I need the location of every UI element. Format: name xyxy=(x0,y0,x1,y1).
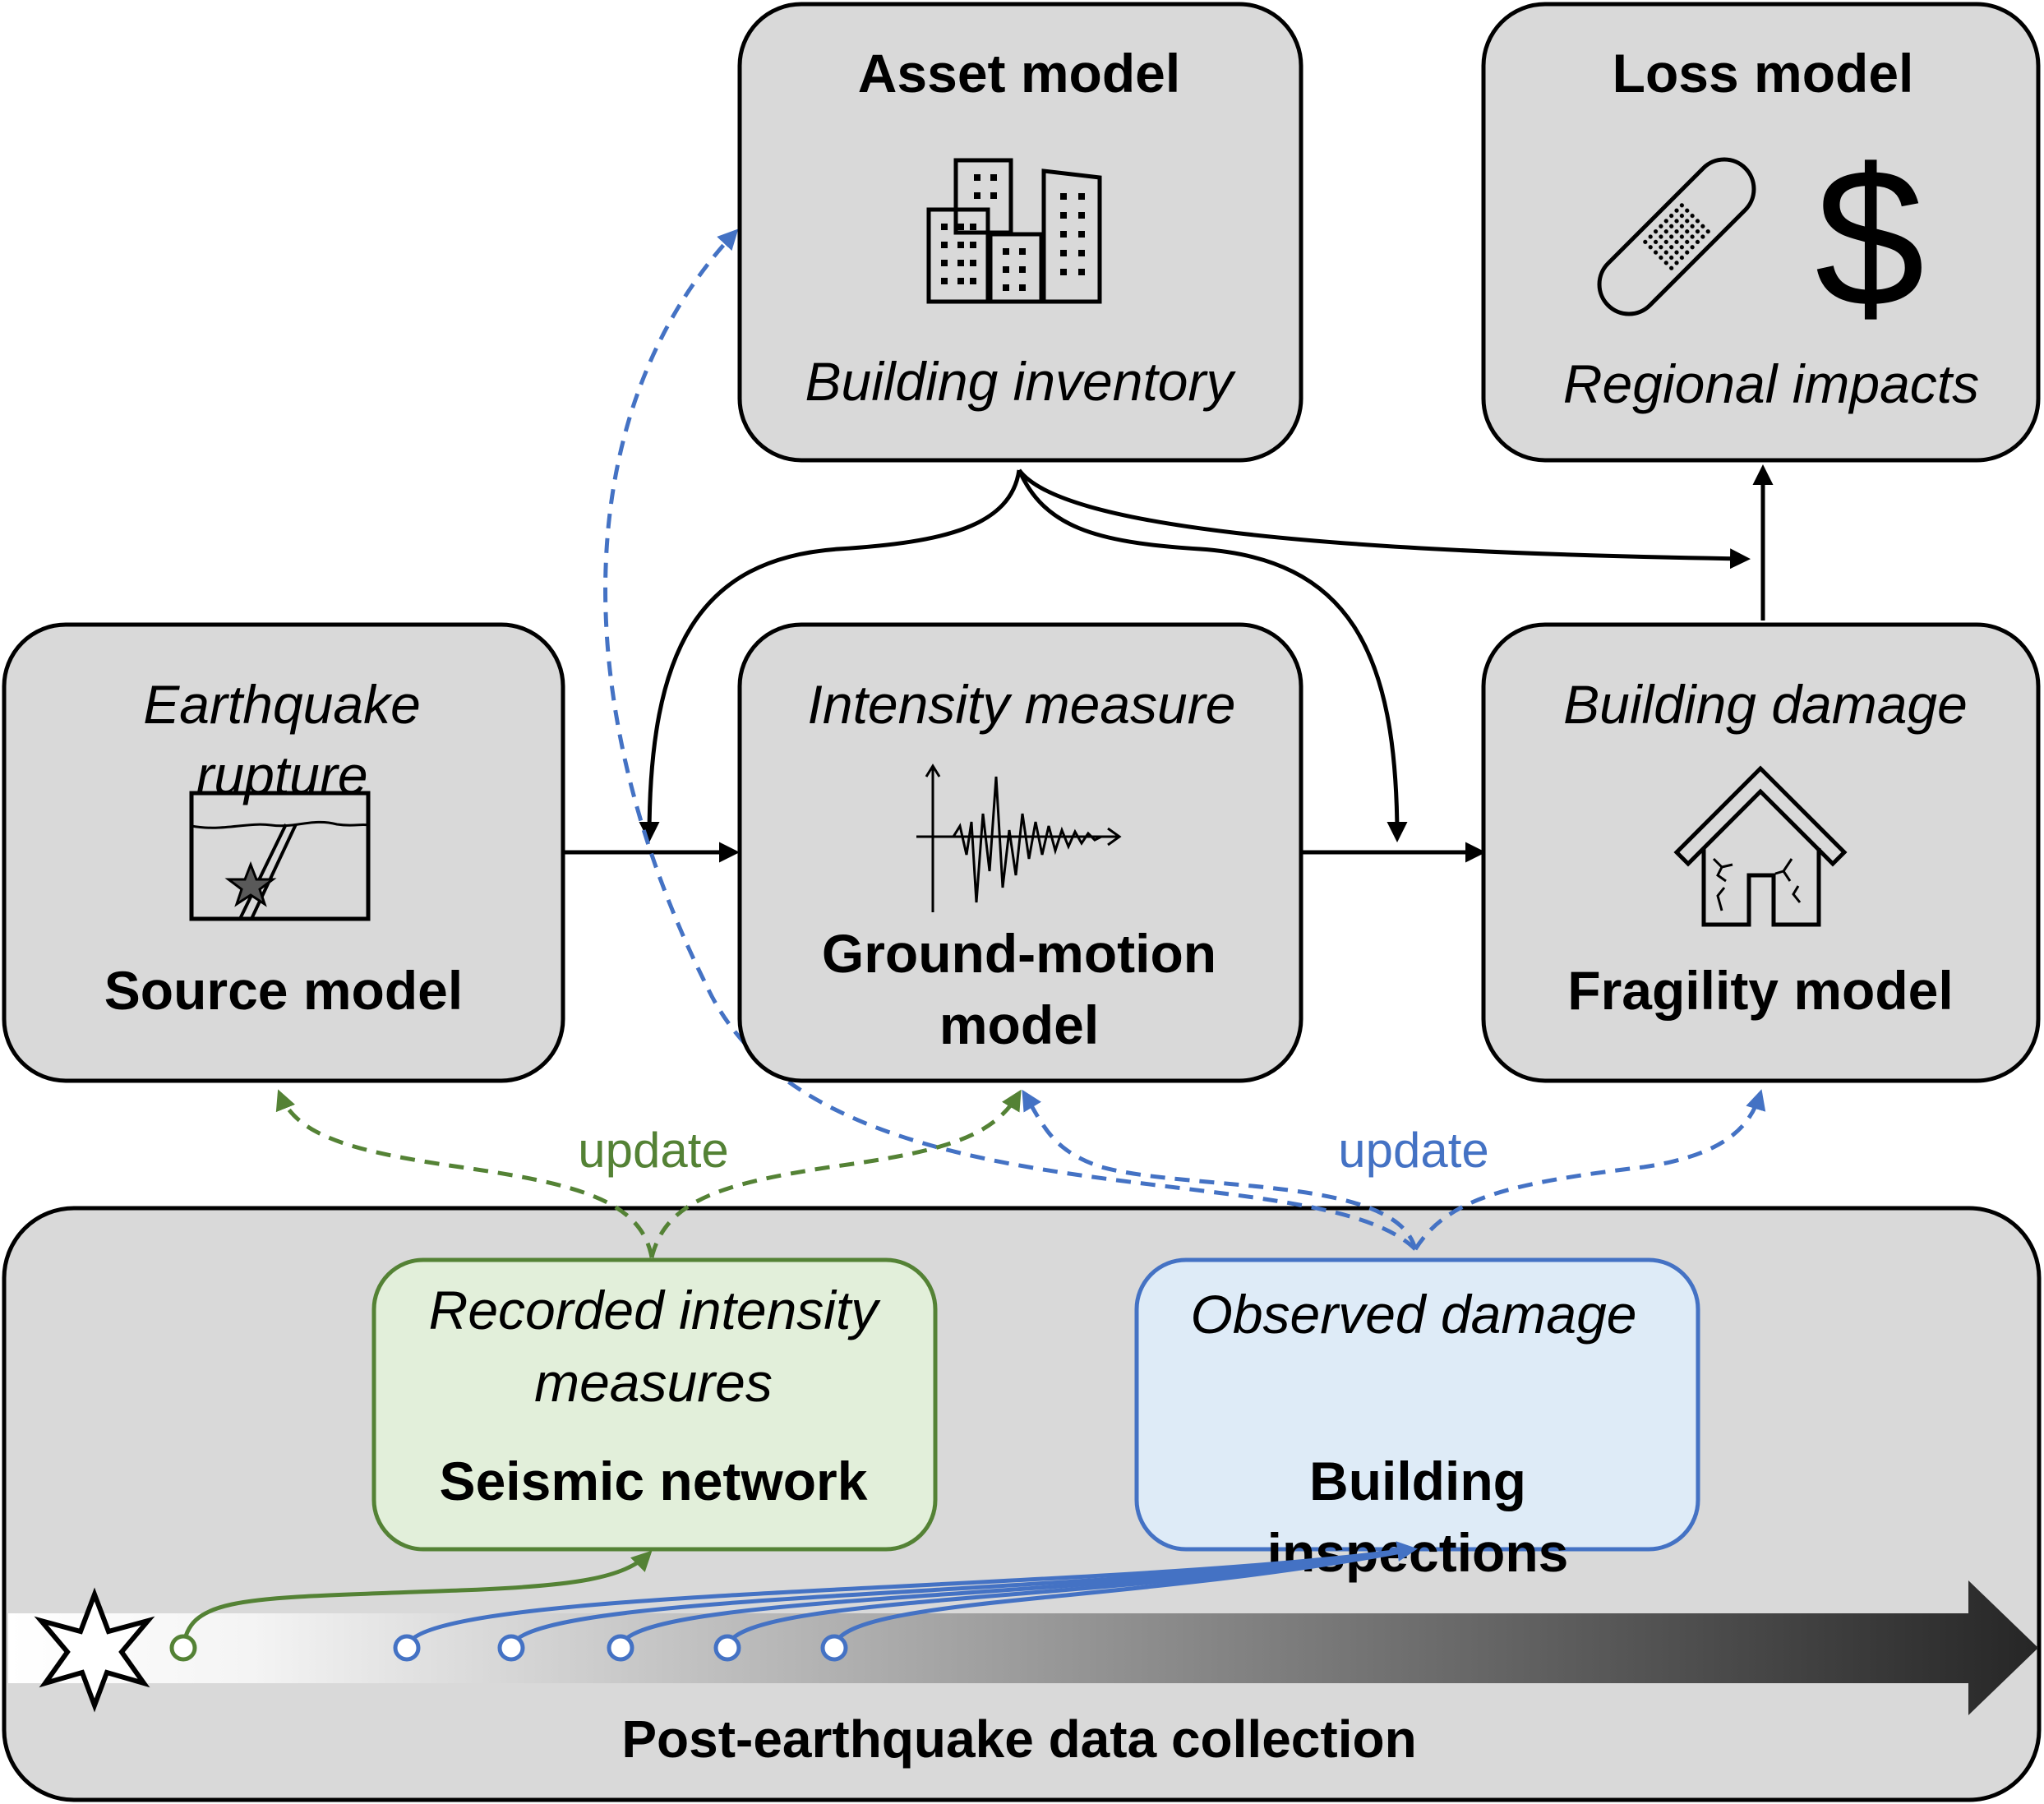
earthquake-burst-icon xyxy=(34,1587,155,1713)
blue-data-arrow-4 xyxy=(725,1547,1414,1649)
building-inspections-box[interactable]: Observed damage Building inspections xyxy=(1134,1257,1700,1583)
seismic-network-box[interactable]: Recorded intensity measures Seismic netw… xyxy=(371,1257,938,1552)
asset-model-title: Asset model xyxy=(858,43,1180,104)
green-update-to-source xyxy=(275,1089,654,1258)
blue-update-arrows xyxy=(603,228,1766,1251)
gmm-italic: Intensity measure xyxy=(808,674,1236,735)
gmm-box[interactable]: Intensity measure Ground-motion model xyxy=(737,622,1303,1083)
blue-data-arrow-1 xyxy=(404,1541,1418,1649)
gmm-title-line2: model xyxy=(939,994,1099,1055)
source-model-box[interactable]: Earthquake rupture Source model xyxy=(2,622,565,1083)
asset-model-subtitle: Building inventory xyxy=(805,351,1237,412)
loss-model-box[interactable]: Loss model $ Regional impacts xyxy=(1481,2,2041,463)
dollar-icon: $ xyxy=(1815,127,1924,348)
seismic-italic-line2: measures xyxy=(534,1352,773,1413)
update-label-blue: update xyxy=(1338,1123,1489,1178)
gmm-title-line1: Ground-motion xyxy=(822,923,1216,984)
fragility-model-box[interactable]: Building damage Fragility model xyxy=(1481,622,2041,1083)
blue-marker-2 xyxy=(497,1634,525,1662)
green-data-arrow xyxy=(181,1550,653,1649)
timeline-data-arrows xyxy=(181,1541,1418,1649)
blue-update-to-gmm xyxy=(1022,1089,1418,1250)
data-collection-title: Post-earthquake data collection xyxy=(621,1709,1416,1769)
blue-marker-1 xyxy=(393,1634,421,1662)
source-model-italic-line1: Earthquake xyxy=(143,674,421,735)
source-model-title: Source model xyxy=(104,960,463,1021)
damaged-house-icon xyxy=(1673,765,1848,927)
update-label-green: update xyxy=(578,1123,729,1178)
flow-arrows xyxy=(563,464,1774,863)
asset-model-box[interactable]: Asset model Buildi xyxy=(737,2,1303,463)
green-marker xyxy=(169,1634,197,1662)
loss-model-subtitle: Regional impacts xyxy=(1563,353,1979,414)
arrow-asset-to-loss-link xyxy=(1017,468,1751,570)
blue-update-to-asset xyxy=(603,228,1417,1251)
loss-model-title: Loss model xyxy=(1613,43,1914,104)
buildings-icon xyxy=(926,158,1102,304)
inspections-title-line2: inspections xyxy=(1267,1522,1569,1583)
fault-rupture-icon xyxy=(189,791,371,921)
inspections-italic: Observed damage xyxy=(1191,1284,1637,1345)
green-update-to-gmm xyxy=(649,1089,1022,1258)
bandage-icon xyxy=(1597,157,1756,316)
timeline-markers xyxy=(169,1634,848,1662)
inspections-title-line1: Building xyxy=(1309,1451,1526,1511)
data-collection-panel: Post-earthquake data collection xyxy=(2,1206,2042,1802)
blue-data-arrow-5 xyxy=(832,1547,1414,1649)
blue-marker-3 xyxy=(607,1634,634,1662)
fragility-model-italic: Building damage xyxy=(1563,674,1968,735)
green-update-arrows xyxy=(275,1089,1022,1258)
blue-update-to-fragility xyxy=(1413,1089,1766,1251)
source-model-italic-line2: rupture xyxy=(196,745,367,805)
arrow-asset-to-gmm-fragility-link xyxy=(1017,468,1408,842)
blue-marker-4 xyxy=(713,1634,741,1662)
blue-data-arrow-2 xyxy=(509,1547,1414,1649)
arrow-asset-to-source-gmm-link xyxy=(639,469,1022,842)
blue-marker-5 xyxy=(820,1634,848,1662)
fragility-model-title: Fragility model xyxy=(1567,960,1953,1021)
seismic-italic-line1: Recorded intensity xyxy=(429,1280,882,1340)
seismic-network-title: Seismic network xyxy=(440,1451,868,1511)
seismogram-icon xyxy=(916,764,1122,912)
